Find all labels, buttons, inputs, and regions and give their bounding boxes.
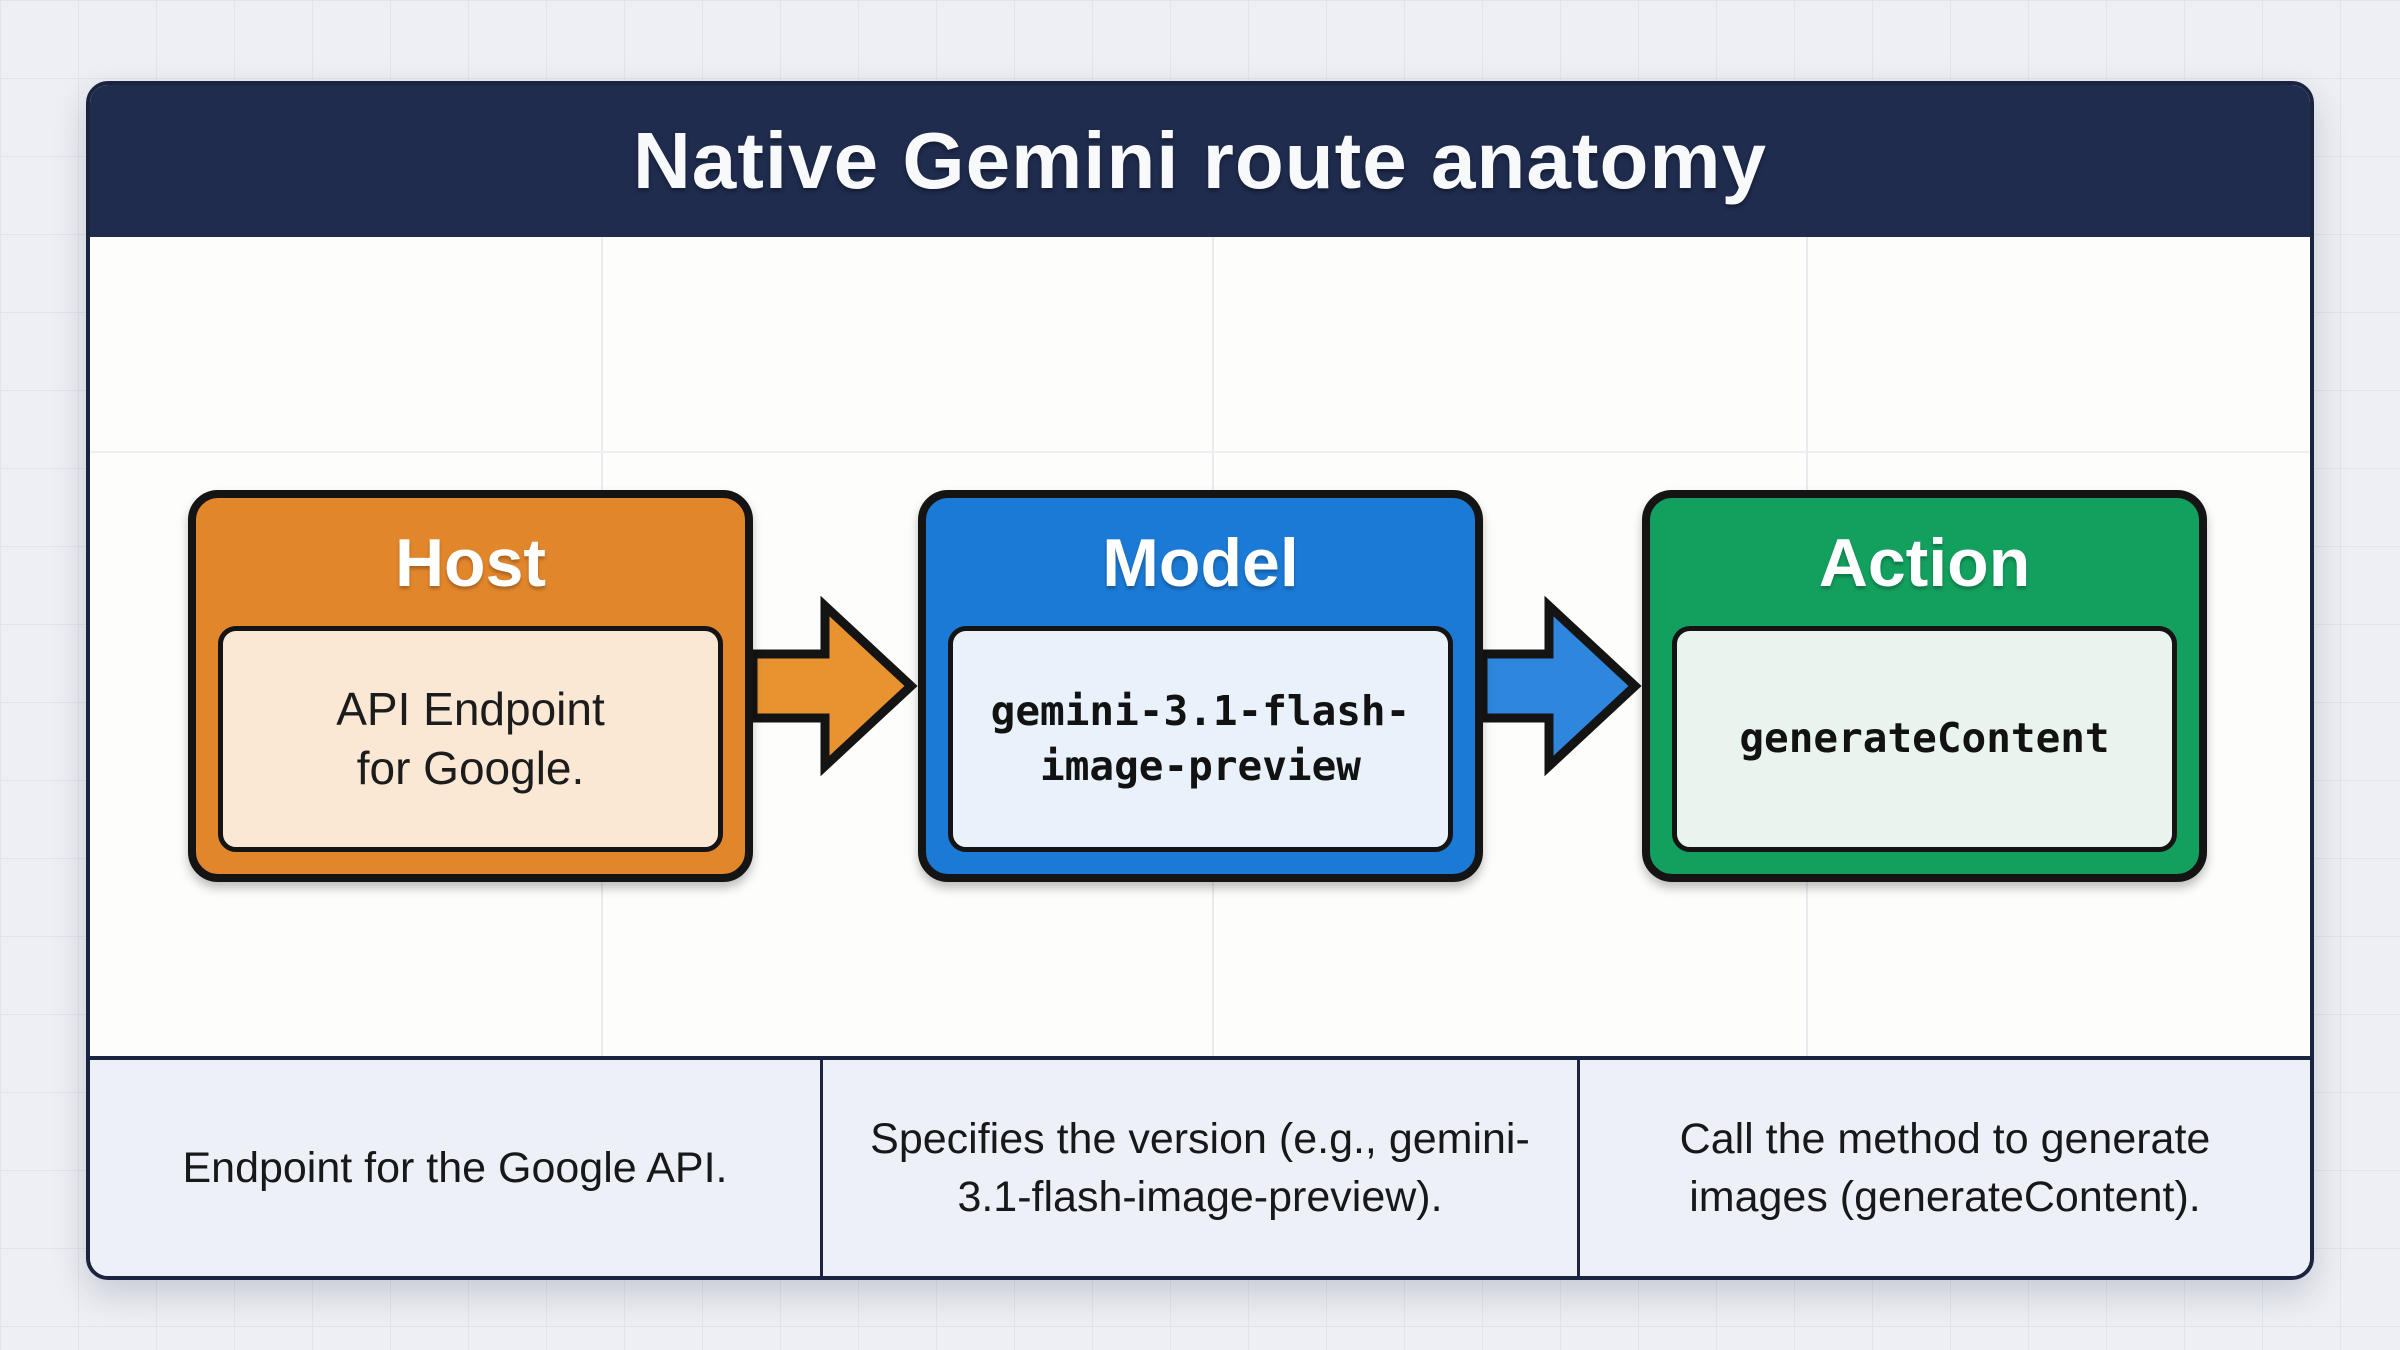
node-host-value: API Endpoint for Google. [218, 626, 723, 852]
footer-cell-model: Specifies the version (e.g., gemini-3.1-… [820, 1060, 1580, 1276]
arrow-model-to-action-icon [1483, 596, 1642, 776]
page-title: Native Gemini route anatomy [633, 116, 1767, 205]
footer-row: Endpoint for the Google API. Specifies t… [90, 1056, 2310, 1276]
node-host-label: Host [394, 525, 547, 601]
footer-cell-action: Call the method to generate images (gene… [1679, 1114, 2211, 1221]
node-host-value-line1: API Endpoint [336, 683, 605, 736]
node-action-label: Action [1818, 525, 2031, 601]
node-model: Model gemini-3.1-flash- image-preview [918, 490, 1483, 882]
node-model-value: gemini-3.1-flash- image-preview [948, 626, 1453, 852]
title-bar: Native Gemini route anatomy [90, 85, 2310, 237]
node-model-label: Model [1102, 525, 1299, 601]
node-action-value-line1: generateContent [1739, 714, 2110, 763]
gridline-horizontal [90, 451, 2310, 453]
diagram-card: Native Gemini route anatomy Host API End… [86, 81, 2314, 1280]
node-action: Action generateContent [1642, 490, 2207, 882]
node-model-value-line2: image-preview [1040, 742, 1361, 790]
arrow-host-to-model-icon [753, 596, 918, 776]
node-action-value: generateContent [1672, 626, 2177, 852]
node-host: Host API Endpoint for Google. [188, 490, 753, 882]
node-host-value-line2: for Google. [356, 742, 585, 794]
node-model-value-line1: gemini-3.1-flash- [990, 686, 1411, 735]
diagram-area: Host API Endpoint for Google. Model gemi… [90, 237, 2310, 1056]
footer-cell-host: Endpoint for the Google API. [182, 1143, 728, 1192]
